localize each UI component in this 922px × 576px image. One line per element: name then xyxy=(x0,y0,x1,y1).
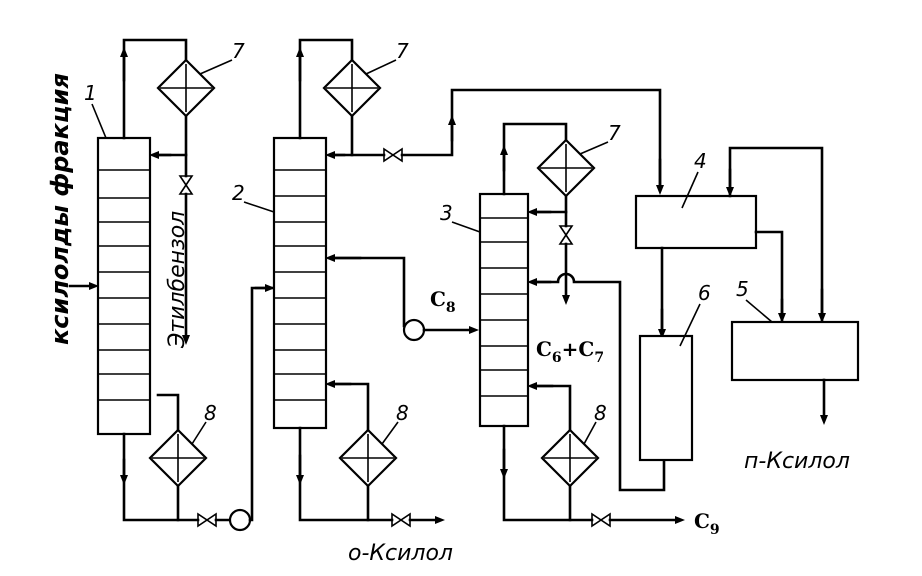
label-4: 4 xyxy=(694,149,707,173)
o-xylene-label: о-Ксилол xyxy=(348,541,453,566)
condenser-7-col3 xyxy=(536,138,596,198)
label-1: 1 xyxy=(84,81,97,105)
column-2 xyxy=(272,136,328,430)
pump-c8 xyxy=(402,318,426,342)
column-3 xyxy=(478,192,530,428)
unit-6 xyxy=(638,334,694,462)
label-8-col1: 8 xyxy=(204,401,217,425)
condenser-7-col1 xyxy=(156,58,216,118)
label-7-col1: 7 xyxy=(232,39,245,63)
unit-5 xyxy=(730,320,860,382)
p-xylene-label: п-Ксилол xyxy=(744,449,850,474)
pump-col1 xyxy=(228,508,252,532)
label-6: 6 xyxy=(698,281,711,305)
reboiler-8-col1 xyxy=(148,428,208,488)
label-8-col3: 8 xyxy=(594,401,607,425)
label-8-col2: 8 xyxy=(396,401,409,425)
column-1 xyxy=(96,136,152,436)
c9-label: C9 xyxy=(694,509,720,538)
unit-4 xyxy=(634,194,758,250)
reboiler-8-col3 xyxy=(540,428,600,488)
feed-label: ксилолды фракция xyxy=(46,73,74,345)
label-2: 2 xyxy=(232,181,245,205)
condenser-7-col2 xyxy=(322,58,382,118)
c8-label: C8 xyxy=(430,287,456,316)
label-3: 3 xyxy=(440,201,453,225)
c6c7-label: C6+C7 xyxy=(536,337,604,366)
label-5: 5 xyxy=(736,277,749,301)
ethylbenzene-label: Этилбензол xyxy=(165,211,190,349)
label-7-col3: 7 xyxy=(608,121,621,145)
label-7-col2: 7 xyxy=(396,39,409,63)
reboiler-8-col2 xyxy=(338,428,398,488)
